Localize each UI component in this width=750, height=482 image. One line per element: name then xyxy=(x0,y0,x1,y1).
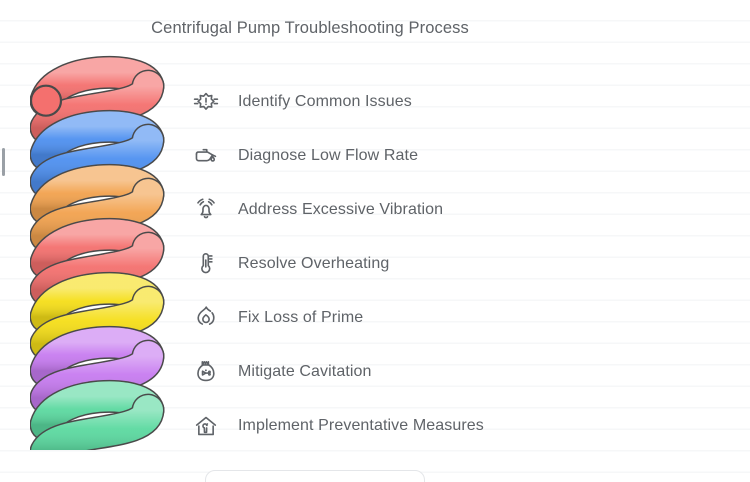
step-row[interactable]: Address Excessive Vibration xyxy=(186,183,726,237)
droplet-flame-icon xyxy=(186,298,226,338)
step-row[interactable]: Diagnose Low Flow Rate xyxy=(186,129,726,183)
step-label: Mitigate Cavitation xyxy=(238,363,372,380)
step-label: Identify Common Issues xyxy=(238,93,412,110)
oil-can-icon xyxy=(186,136,226,176)
alert-diamond-icon xyxy=(186,82,226,122)
thermometer-icon xyxy=(186,244,226,284)
ringing-bell-icon xyxy=(186,190,226,230)
step-label: Resolve Overheating xyxy=(238,255,390,272)
money-bag-icon xyxy=(186,352,226,392)
step-row[interactable]: Mitigate Cavitation xyxy=(186,345,726,399)
page-title: Centrifugal Pump Troubleshooting Process xyxy=(151,19,469,37)
step-row[interactable]: Fix Loss of Prime xyxy=(186,291,726,345)
step-label: Implement Preventative Measures xyxy=(238,417,484,434)
step-row[interactable]: Implement Preventative Measures xyxy=(186,399,726,453)
step-label: Diagnose Low Flow Rate xyxy=(238,147,419,164)
house-wrench-icon xyxy=(186,406,226,446)
step-row[interactable]: Identify Common Issues xyxy=(186,75,726,129)
step-label: Address Excessive Vibration xyxy=(238,201,444,218)
step-label: Fix Loss of Prime xyxy=(238,309,364,326)
partially-visible-card[interactable] xyxy=(205,470,425,482)
scrollbar-handle[interactable] xyxy=(2,148,5,176)
colored-spiral-coil xyxy=(30,55,170,450)
step-row[interactable]: Resolve Overheating xyxy=(186,237,726,291)
steps-list: Identify Common Issues Diagnose Low Flow… xyxy=(186,75,726,453)
